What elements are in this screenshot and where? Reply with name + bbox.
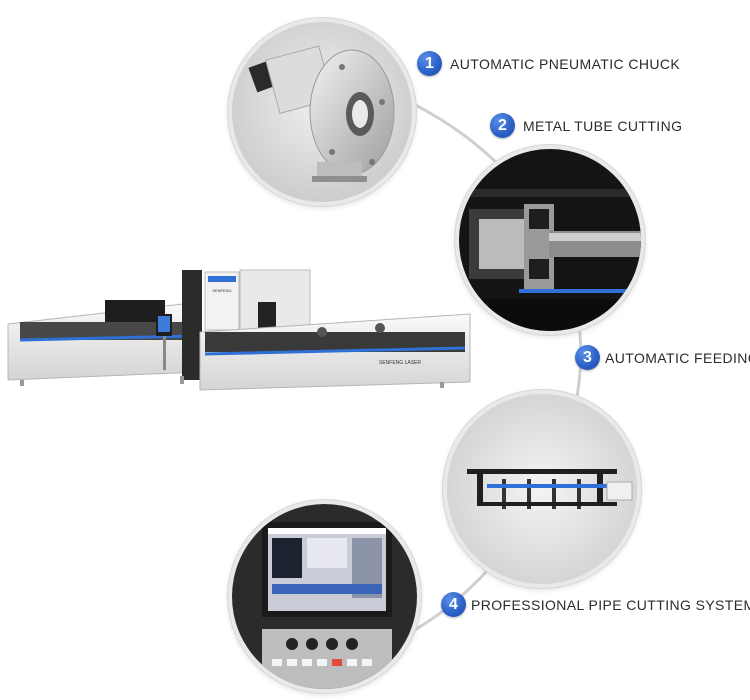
feature-label-4: PROFESSIONAL PIPE CUTTING SYSTEM bbox=[471, 596, 750, 613]
number-badge-4: 4 bbox=[441, 592, 466, 617]
number-badge-1: 1 bbox=[417, 51, 442, 76]
control-panel-image bbox=[228, 500, 421, 693]
tube-cutting-image bbox=[455, 145, 645, 335]
number-badge-3: 3 bbox=[575, 345, 600, 370]
column-brand-text: SENFENG bbox=[212, 288, 231, 293]
feature-label-2: METAL TUBE CUTTING bbox=[523, 117, 683, 134]
feature-4: 4 PROFESSIONAL PIPE CUTTING SYSTEM bbox=[441, 592, 750, 617]
feature-3: 3 AUTOMATIC FEEDING bbox=[575, 345, 750, 370]
feature-label-1: AUTOMATIC PNEUMATIC CHUCK bbox=[450, 55, 681, 72]
feature-1: 1 AUTOMATIC PNEUMATIC CHUCK bbox=[417, 51, 680, 76]
feature-label-3: AUTOMATIC FEEDING bbox=[605, 349, 750, 366]
feeding-image bbox=[443, 390, 641, 588]
feature-2: 2 METAL TUBE CUTTING bbox=[490, 113, 682, 138]
chuck-image bbox=[228, 18, 416, 206]
side-brand-text: SENFENG LASER bbox=[379, 360, 421, 366]
number-badge-2: 2 bbox=[490, 113, 515, 138]
laser-tube-cutting-machine: SENFENG SENFENG LASER bbox=[7, 269, 471, 391]
